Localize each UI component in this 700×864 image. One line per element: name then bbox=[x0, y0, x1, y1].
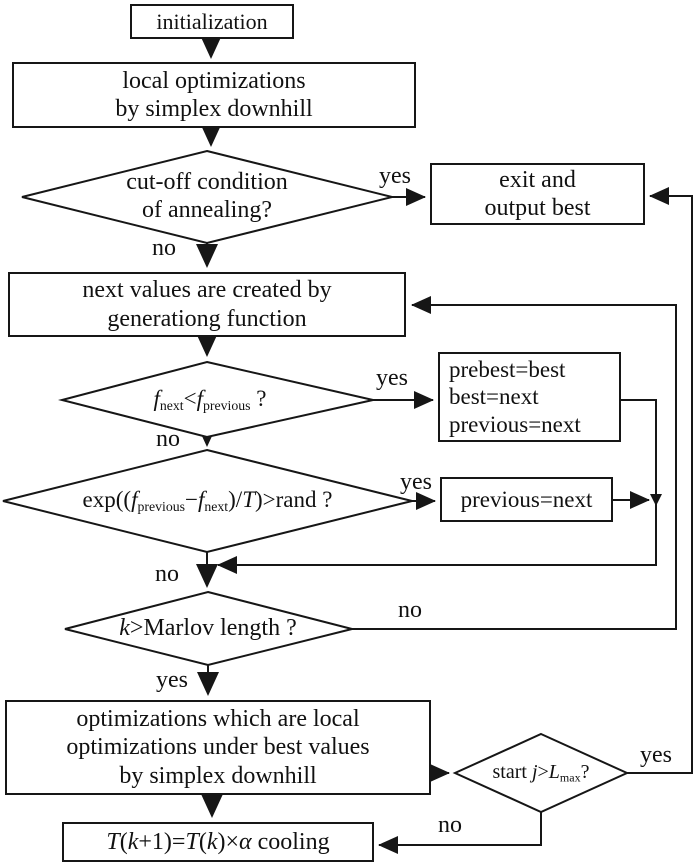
edge-label-cutoff-yes: yes bbox=[379, 163, 411, 189]
edge-label-cutoff-no: no bbox=[152, 235, 176, 261]
node-cooling: T(k+1)=T(k)×α cooling bbox=[62, 822, 374, 862]
decision-fnext-shape bbox=[58, 360, 374, 439]
decision-cutoff-shape bbox=[21, 149, 393, 245]
edge-label-markov-yes: yes bbox=[156, 667, 188, 693]
edge-label-startj-yes: yes bbox=[640, 742, 672, 768]
edge-label-fnext-no: no bbox=[156, 426, 180, 452]
decision-markov-label: k>Marlov length ? bbox=[119, 615, 297, 642]
decision-startj-label: start j>Lmax? bbox=[492, 760, 590, 785]
edge-label-fnext-yes: yes bbox=[376, 365, 408, 391]
decision-startj-shape bbox=[452, 732, 630, 814]
edge-label-markov-no: no bbox=[398, 597, 422, 623]
edge-label-metropolis-no: no bbox=[155, 561, 179, 587]
node-previous-next: previous=next bbox=[440, 477, 613, 522]
decision-markov-shape bbox=[64, 590, 353, 667]
decision-fnext-label: fnext<fprevious ? bbox=[153, 386, 267, 413]
node-initialization: initialization bbox=[130, 4, 294, 39]
edge-label-startj-no: no bbox=[438, 812, 462, 838]
decision-metropolis-shape bbox=[2, 448, 413, 554]
decision-metropolis-label: exp((fprevious−fnext)/T)>rand ? bbox=[82, 487, 333, 514]
edge-label-metropolis-yes: yes bbox=[400, 469, 432, 495]
